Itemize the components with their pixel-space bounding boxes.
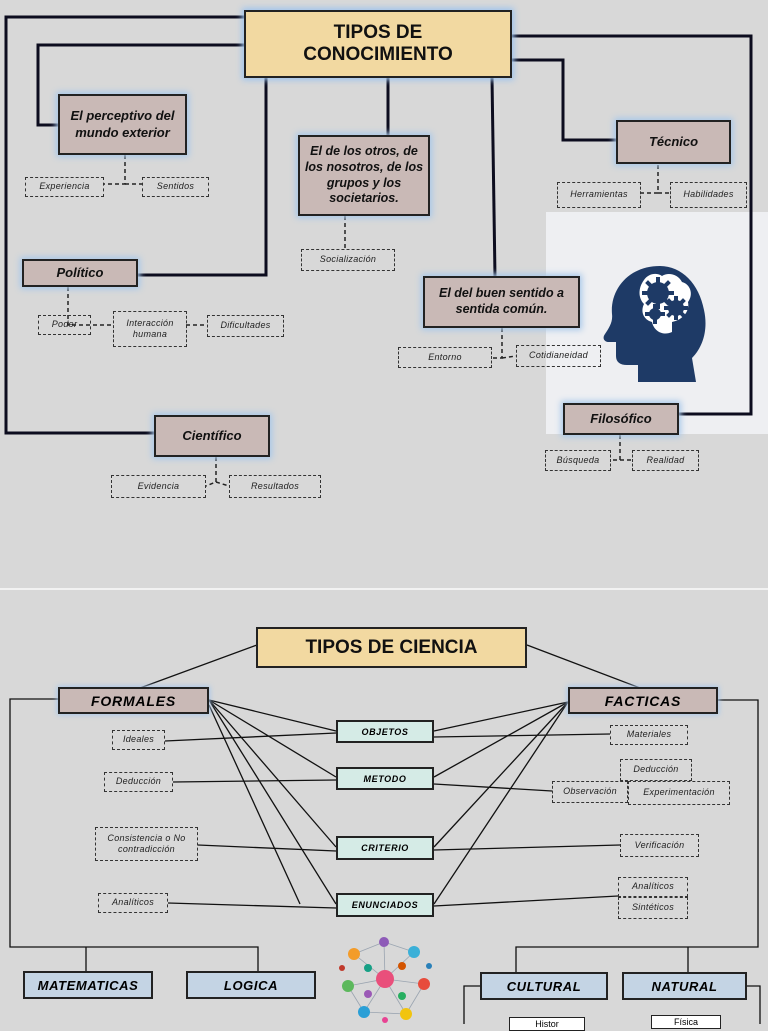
science-connectors [9, 644, 761, 1024]
label-deduccion-formales: Deducción [104, 772, 173, 792]
node-criterio: CRITERIO [336, 836, 434, 860]
label-realidad: Realidad [632, 450, 699, 471]
label-evidencia: Evidencia [111, 475, 206, 498]
science-panel: TIPOS DE CIENCIA FORMALES FACTICAS OBJET… [0, 590, 768, 1031]
node-filosofico: Filosófico [563, 403, 679, 435]
head-gears-icon [603, 266, 706, 382]
knowledge-panel: TIPOS DE CONOCIMIENTO El perceptivo del … [4, 10, 768, 498]
node-historia-partial: Histor [509, 1017, 585, 1031]
label-experimentacion: Experimentación [628, 781, 730, 805]
node-natural: NATURAL [622, 972, 747, 1000]
label-experiencia: Experiencia [25, 177, 104, 197]
node-logica: LOGICA [186, 971, 316, 999]
label-observacion: Observación [552, 781, 628, 803]
label-resultados: Resultados [229, 475, 321, 498]
node-formales: FORMALES [58, 687, 209, 714]
label-analiticos-formales: Analíticos [98, 893, 168, 913]
science-network-icon [339, 937, 432, 1023]
node-otros: El de los otros, de los nosotros, de los… [298, 135, 430, 216]
label-busqueda: Búsqueda [545, 450, 611, 471]
node-cientifico: Científico [154, 415, 270, 457]
label-analiticos-facticas: Analíticos [618, 877, 688, 897]
node-cultural: CULTURAL [480, 972, 608, 1000]
label-interaccion: Interacción humana [113, 311, 187, 347]
label-entorno: Entorno [398, 347, 492, 368]
node-buen-sentido: El del buen sentido a sentida común. [423, 276, 580, 328]
knowledge-connectors [4, 15, 753, 487]
label-consistencia: Consistencia o No contradicción [95, 827, 198, 861]
label-poder: Poder [38, 315, 91, 335]
node-tecnico: Técnico [616, 120, 731, 164]
node-objetos: OBJETOS [336, 720, 434, 743]
label-deduccion-facticas: Deducción [620, 759, 692, 781]
node-metodo: METODO [336, 767, 434, 790]
label-herramientas: Herramientas [557, 182, 641, 208]
node-perceptivo: El perceptivo del mundo exterior [58, 94, 187, 155]
label-sinteticos: Sintéticos [618, 897, 688, 919]
node-facticas: FACTICAS [568, 687, 718, 714]
node-fisica-partial: Física [651, 1015, 721, 1029]
node-politico: Político [22, 259, 138, 287]
label-sentidos: Sentidos [142, 177, 209, 197]
label-ideales: Ideales [112, 730, 165, 750]
node-matematicas: MATEMATICAS [23, 971, 153, 999]
label-socializacion: Socialización [301, 249, 395, 271]
label-cotidianeidad: Cotidianeidad [516, 345, 601, 367]
label-materiales: Materiales [610, 725, 688, 745]
panel-divider [0, 588, 768, 590]
science-title: TIPOS DE CIENCIA [256, 627, 527, 668]
node-enunciados: ENUNCIADOS [336, 893, 434, 917]
label-habilidades: Habilidades [670, 182, 747, 208]
label-verificacion: Verificación [620, 834, 699, 857]
label-dificultades: Dificultades [207, 315, 284, 337]
knowledge-title: TIPOS DE CONOCIMIENTO [244, 10, 512, 78]
